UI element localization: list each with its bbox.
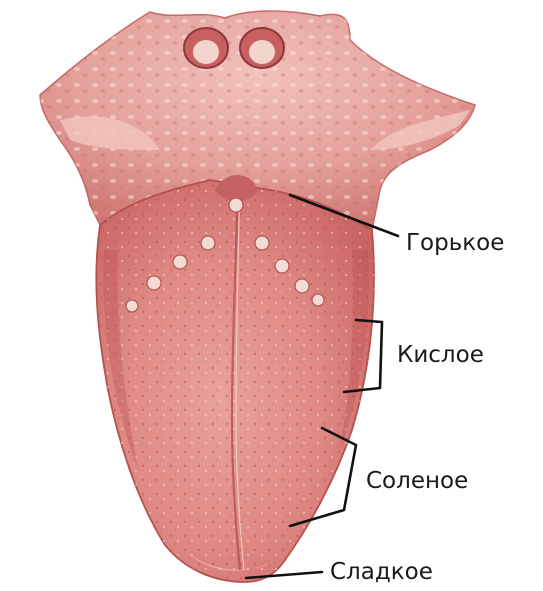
salty-label: Соленое	[366, 468, 468, 494]
bitter-label: Горькое	[406, 230, 504, 256]
sour-label: Кислое	[397, 342, 484, 368]
sweet-label: Сладкое	[330, 559, 433, 585]
tongue-illustration	[40, 11, 475, 582]
